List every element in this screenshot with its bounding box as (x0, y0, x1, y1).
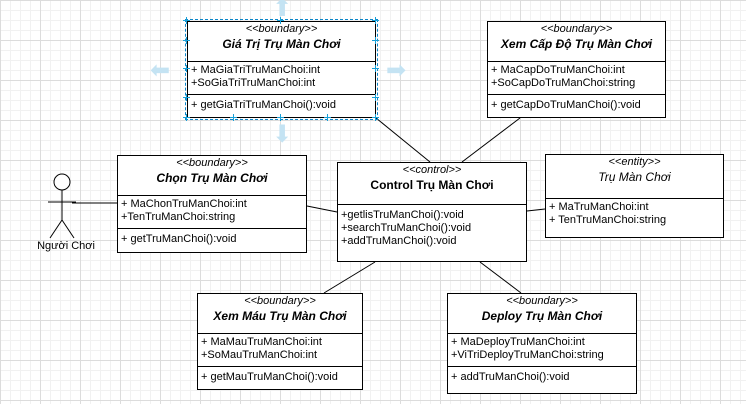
class-operations: + getMauTruManChoi():void (198, 367, 362, 386)
attribute-row: + MaMauTruManChoi:int (201, 336, 322, 348)
operation-row: + addTruManChoi():void (451, 371, 570, 383)
class-operations: + getTruManChoi():void (118, 229, 306, 248)
class-header: <<boundary>> Xem Cấp Độ Trụ Màn Chơi (488, 22, 665, 62)
resize-handle-icon[interactable] (230, 114, 237, 121)
resize-handle-icon[interactable] (183, 94, 190, 101)
operation-row: +searchTruManChoi():void (341, 222, 472, 234)
class-entity[interactable]: <<entity>> Trụ Màn Chơi + MaTruManChoi:i… (545, 154, 724, 238)
class-stereotype: <<control>> (402, 164, 462, 176)
drag-arrow-down-icon[interactable]: ⬇ (272, 120, 293, 148)
class-attributes: + MaTruManChoi:int + TenTruManChoi:strin… (546, 199, 723, 231)
class-operations: + addTruManChoi():void (448, 367, 636, 386)
class-stereotype: <<boundary>> (245, 23, 318, 35)
operation-row: + getTruManChoi():void (121, 233, 237, 245)
class-name: Deploy Trụ Màn Chơi (481, 309, 603, 323)
class-xem-mau[interactable]: <<boundary>> Xem Máu Trụ Màn Chơi + MaMa… (197, 293, 363, 390)
resize-handle-icon[interactable] (183, 17, 190, 24)
class-stereotype: <<entity>> (608, 156, 661, 168)
resize-handle-icon[interactable] (372, 37, 379, 44)
attribute-row: + MaGiaTriTruManChoi:int (191, 64, 321, 76)
connector-control-entity[interactable] (526, 208, 546, 212)
attribute-row: +SoMauTruManChoi:int (201, 349, 318, 361)
class-control[interactable]: <<control>> Control Trụ Màn Chơi +getlis… (337, 162, 527, 262)
drag-arrow-right-icon[interactable]: ➡ (386, 56, 407, 84)
class-operations: + getGiaTriTruManChoi():void (188, 95, 375, 114)
connector-control-deploy[interactable] (479, 261, 522, 294)
operation-row: +addTruManChoi():void (341, 235, 457, 247)
class-header: <<entity>> Trụ Màn Chơi (546, 155, 723, 199)
class-header: <<boundary>> Chọn Trụ Màn Chơi (118, 156, 306, 196)
class-stereotype: <<boundary>> (244, 295, 316, 307)
attribute-row: +SoCapDoTruManChoi:string (491, 77, 636, 89)
class-attributes: + MaCapDoTruManChoi:int +SoCapDoTruManCh… (488, 62, 665, 95)
operation-row: + getCapDoTruManChoi():void (491, 99, 641, 111)
resize-handle-icon[interactable] (324, 114, 331, 121)
class-name: Xem Cấp Độ Trụ Màn Chơi (500, 37, 653, 51)
connector-control-xem-mau[interactable] (323, 261, 376, 294)
operation-row: + getGiaTriTruManChoi():void (191, 99, 336, 111)
class-chon[interactable]: <<boundary>> Chọn Trụ Màn Chơi + MaChonT… (117, 155, 307, 253)
class-attributes: + MaChonTruManChoi:int +TenTruManChoi:st… (118, 196, 306, 229)
connector-chon-control[interactable] (306, 205, 338, 213)
resize-handle-icon[interactable] (372, 65, 379, 72)
resize-handle-icon[interactable] (183, 65, 190, 72)
attribute-row: + MaDeployTruManChoi:int (451, 336, 585, 348)
operation-row: + getMauTruManChoi():void (201, 371, 338, 383)
connector-gia-tri-control[interactable] (375, 117, 431, 163)
class-header: <<control>> Control Trụ Màn Chơi (338, 163, 526, 205)
class-attributes: + MaGiaTriTruManChoi:int +SoGiaTriTruMan… (188, 62, 375, 95)
attribute-row: +TenTruManChoi:string (121, 211, 236, 223)
attribute-row: + MaTruManChoi:int (549, 201, 649, 213)
class-name: Chọn Trụ Màn Chơi (156, 171, 268, 185)
attribute-row: + MaChonTruManChoi:int (121, 198, 247, 210)
resize-handle-icon[interactable] (183, 114, 190, 121)
resize-handle-icon[interactable] (277, 114, 284, 121)
class-name: Trụ Màn Chơi (598, 170, 671, 184)
class-header: <<boundary>> Xem Máu Trụ Màn Chơi (198, 294, 362, 334)
class-operations: + getCapDoTruManChoi():void (488, 95, 665, 114)
resize-handle-icon[interactable] (183, 37, 190, 44)
actor-stick-figure-icon[interactable] (36, 172, 92, 262)
attribute-row: + MaCapDoTruManChoi:int (491, 64, 625, 76)
drag-arrow-left-icon[interactable]: ⬅ (150, 56, 171, 84)
resize-handle-icon[interactable] (372, 17, 379, 24)
class-name: Giá Trị Trụ Màn Chơi (222, 37, 341, 51)
drag-arrow-up-icon[interactable]: ⬆ (272, 0, 293, 22)
resize-handle-icon[interactable] (372, 94, 379, 101)
actor-label: Người Chơi (37, 240, 95, 252)
class-header: <<boundary>> Giá Trị Trụ Màn Chơi (188, 22, 375, 62)
operation-row: +getlisTruManChoi():void (341, 209, 464, 221)
class-stereotype: <<boundary>> (540, 23, 613, 35)
connector-xem-cap-do-control[interactable] (461, 117, 521, 163)
class-name: Control Trụ Màn Chơi (370, 178, 494, 192)
class-deploy[interactable]: <<boundary>> Deploy Trụ Màn Chơi + MaDep… (447, 293, 637, 394)
class-header: <<boundary>> Deploy Trụ Màn Chơi (448, 294, 636, 334)
class-gia-tri[interactable]: <<boundary>> Giá Trị Trụ Màn Chơi + MaGi… (185, 19, 378, 120)
class-name: Xem Máu Trụ Màn Chơi (213, 309, 347, 323)
class-attributes: + MaMauTruManChoi:int +SoMauTruManChoi:i… (198, 334, 362, 367)
attribute-row: +ViTriDeployTruManChoi:string (451, 349, 604, 361)
resize-handle-icon[interactable] (372, 114, 379, 121)
class-attributes: + MaDeployTruManChoi:int +ViTriDeployTru… (448, 334, 636, 367)
class-stereotype: <<boundary>> (506, 295, 578, 307)
resize-handle-icon[interactable] (277, 17, 284, 24)
attribute-row: + TenTruManChoi:string (549, 214, 667, 226)
class-operations: +getlisTruManChoi():void +searchTruManCh… (338, 205, 526, 250)
attribute-row: +SoGiaTriTruManChoi:int (191, 77, 316, 89)
class-stereotype: <<boundary>> (176, 157, 248, 169)
class-xem-cap-do[interactable]: <<boundary>> Xem Cấp Độ Trụ Màn Chơi + M… (487, 21, 666, 118)
